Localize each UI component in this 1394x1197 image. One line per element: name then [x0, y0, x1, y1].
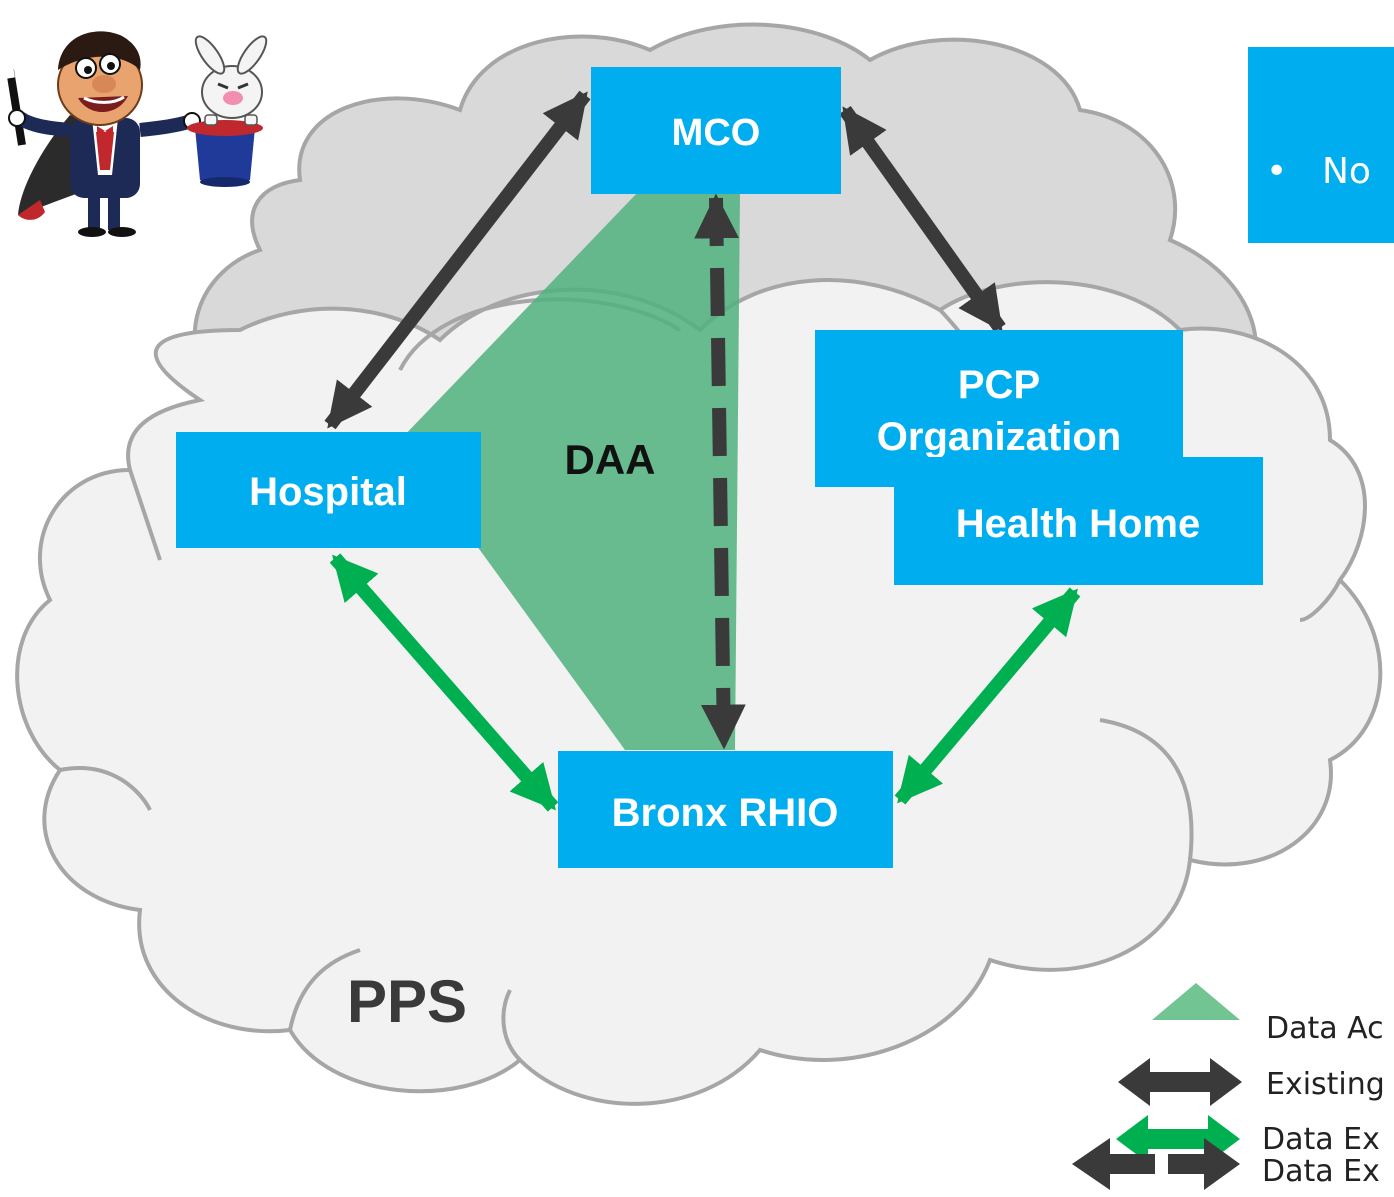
health-home-label: Health Home — [956, 502, 1201, 546]
bullet-glyph: • — [1266, 151, 1288, 192]
daa-region — [400, 190, 740, 750]
info-box: • No — [1248, 47, 1394, 243]
info-bullet-item: • No — [1266, 151, 1371, 192]
node-bronx-rhio: Bronx RHIO — [558, 751, 893, 868]
arrow-healthhome-rhio — [894, 587, 1081, 805]
mco-label: MCO — [672, 112, 761, 154]
legend: Data Ac Existing Data Ex Data Ex — [1072, 983, 1385, 1190]
dark-double-arrow-icon — [1118, 1058, 1242, 1106]
legend-label-3: Data Ex — [1262, 1154, 1380, 1189]
hospital-label: Hospital — [249, 470, 407, 514]
bronx-rhio-label: Bronx RHIO — [612, 791, 839, 835]
legend-label-0: Data Ac — [1266, 1011, 1384, 1046]
pcp-label-line2: Organization — [877, 415, 1121, 459]
info-bullet-text: No — [1322, 151, 1371, 192]
arrow-hospital-rhio — [329, 553, 559, 812]
magician-rabbit-clipart — [5, 31, 268, 237]
arrow-hospital-mco — [324, 90, 591, 430]
arrow-mco-pcp — [839, 105, 1006, 333]
green-triangle-icon — [1152, 983, 1240, 1020]
node-mco: MCO — [591, 67, 841, 194]
daa-label: DAA — [565, 436, 656, 483]
node-hospital: Hospital — [176, 432, 481, 548]
legend-item-1: Existing — [1118, 1058, 1385, 1106]
legend-item-0: Data Ac — [1152, 983, 1384, 1046]
legend-label-2: Data Ex — [1262, 1122, 1380, 1157]
pps-label: PPS — [347, 968, 467, 1035]
node-health-home: Health Home — [894, 457, 1263, 585]
pcp-label-line1: PCP — [958, 363, 1040, 407]
legend-item-3: Data Ex — [1072, 1138, 1380, 1190]
dashed-double-arrow-icon — [1072, 1138, 1240, 1190]
legend-label-1: Existing — [1266, 1067, 1385, 1102]
arrow-mco-rhio-dashed — [694, 193, 746, 750]
